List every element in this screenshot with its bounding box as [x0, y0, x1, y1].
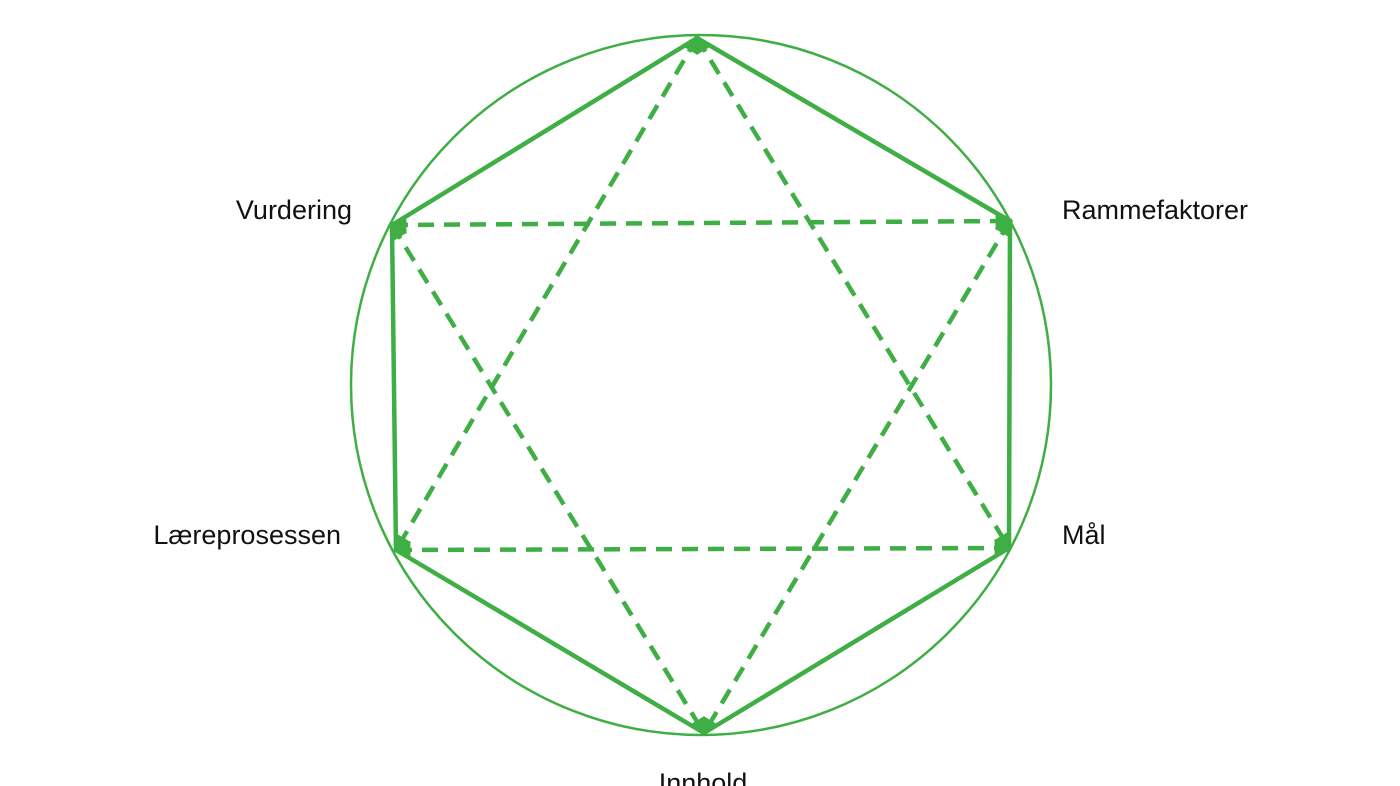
solid-edge-top-rammefaktorer	[694, 35, 1013, 224]
node-label-rammefaktorer: Rammefaktorer	[1062, 195, 1248, 225]
dashed-edge-top-mal	[695, 34, 1011, 552]
node-label-mal: Mål	[1062, 520, 1106, 550]
solid-edge-innhold-lareprosessen	[393, 547, 707, 736]
solid-edge-mal-innhold	[701, 545, 1012, 736]
dashed-star-edges	[388, 34, 1014, 737]
dashed-edge-rammefaktorer-innhold	[702, 217, 1012, 737]
solid-edge-vurdering-top	[389, 35, 700, 228]
solid-hexagon-edges	[389, 35, 1013, 736]
dashed-edge-vurdering-rammefaktorer	[388, 212, 1014, 234]
solid-edge-rammefaktorer-mal	[1006, 218, 1013, 551]
outer-circle	[349, 33, 1053, 737]
node-label-lareprosessen: Læreprosessen	[153, 520, 341, 550]
solid-edge-lareprosessen-vurdering	[389, 222, 399, 553]
dashed-edge-vurdering-innhold	[390, 221, 706, 737]
node-label-innhold: Innhold	[659, 768, 748, 786]
node-label-vurdering: Vurdering	[236, 195, 352, 225]
dashed-edge-lareprosessen-mal	[392, 539, 1013, 559]
